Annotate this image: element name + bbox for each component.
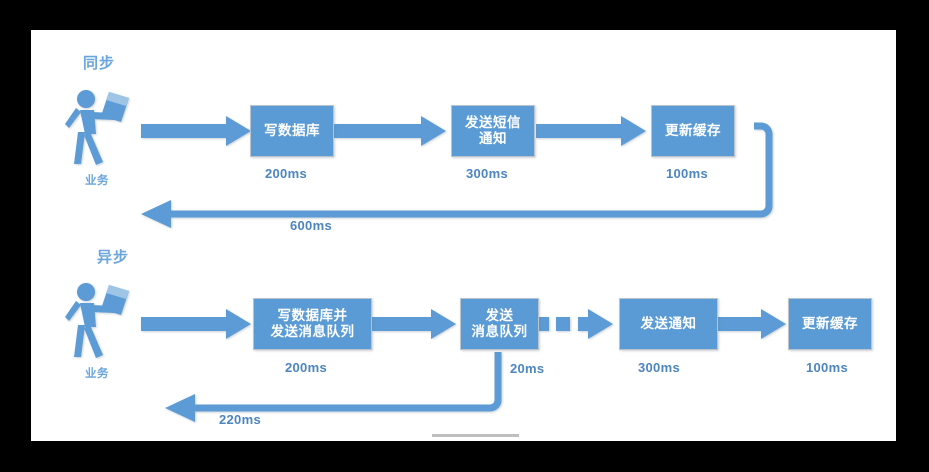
sync-step-3-box[interactable]: 更新缓存 <box>651 105 735 157</box>
async-dashed-arrow <box>539 309 613 339</box>
sync-arrow-step1-to-step2 <box>334 116 446 146</box>
async-actor: 业务 <box>63 281 141 380</box>
async-actor-label: 业务 <box>85 368 109 380</box>
section-title-sync: 同步 <box>83 55 116 72</box>
async-step-1-line-1: 写数据库并 <box>277 308 348 324</box>
async-return-duration: 220ms <box>219 412 261 427</box>
async-step-4-duration: 100ms <box>806 360 848 375</box>
sync-actor-label: 业务 <box>85 175 109 187</box>
async-step-2-line-1: 发送 <box>485 308 514 324</box>
sync-arrow-actor-to-step1 <box>141 116 251 146</box>
sync-step-1-line-1: 写数据库 <box>264 123 320 139</box>
async-arrow-step1-to-step2 <box>372 309 456 339</box>
async-step-1-line-2: 发送消息队列 <box>270 324 355 339</box>
async-step-2-box[interactable]: 发送 消息队列 <box>460 298 539 350</box>
sync-return-connector <box>141 122 773 228</box>
sync-actor: 业务 <box>63 88 141 187</box>
slide-canvas: 同步 <box>31 30 896 441</box>
async-arrow-step3-to-step4 <box>718 309 786 339</box>
sync-step-2-box[interactable]: 发送短信 通知 <box>451 105 535 157</box>
async-step-4-line-1: 更新缓存 <box>802 316 858 332</box>
sync-step-3-duration: 100ms <box>666 166 708 181</box>
walking-person-with-box-icon <box>65 90 129 165</box>
sync-step-3-line-1: 更新缓存 <box>665 123 721 139</box>
async-step-1-duration: 200ms <box>285 360 327 375</box>
section-title-async: 异步 <box>97 249 130 266</box>
sync-step-1-box[interactable]: 写数据库 <box>250 105 334 157</box>
sync-step-2-line-2: 通知 <box>479 131 507 146</box>
sync-step-2-line-1: 发送短信 <box>465 115 521 131</box>
async-return-connector <box>165 352 502 422</box>
async-step-1-box[interactable]: 写数据库并 发送消息队列 <box>253 298 372 350</box>
async-step-3-box[interactable]: 发送通知 <box>619 298 718 350</box>
async-step-2-line-2: 消息队列 <box>471 324 528 339</box>
cropped-shape-edge <box>432 434 519 437</box>
connector-layer <box>141 116 786 437</box>
sync-step-1-duration: 200ms <box>265 166 307 181</box>
sync-return-duration: 600ms <box>290 218 332 233</box>
sync-arrow-step2-to-step3 <box>536 116 646 146</box>
async-step-4-box[interactable]: 更新缓存 <box>788 298 872 350</box>
async-step-2-duration: 20ms <box>510 361 545 376</box>
async-step-3-duration: 300ms <box>638 360 680 375</box>
async-arrow-actor-to-step1 <box>141 309 251 339</box>
walking-person-with-box-icon <box>65 283 129 358</box>
async-step-3-line-1: 发送通知 <box>640 316 697 332</box>
sync-step-2-duration: 300ms <box>466 166 508 181</box>
